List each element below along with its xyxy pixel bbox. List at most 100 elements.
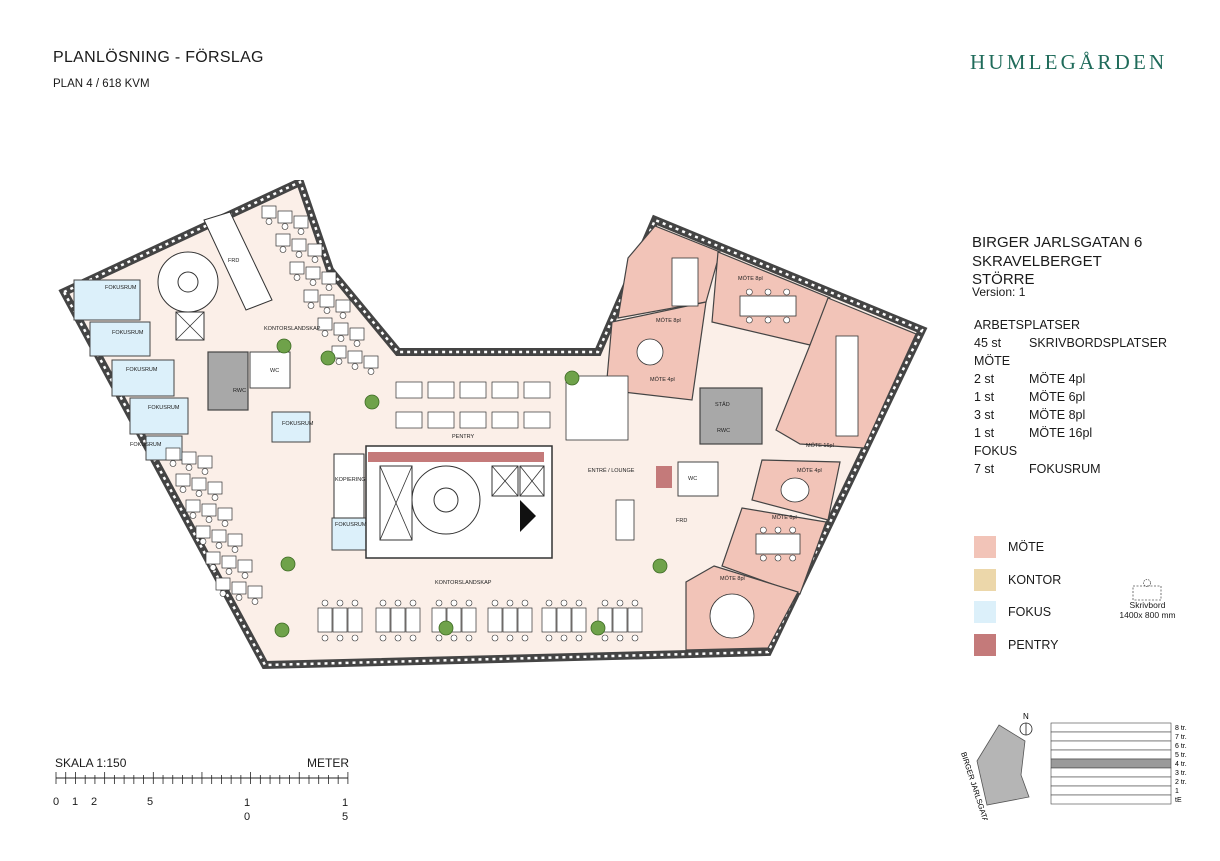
meeting-table bbox=[835, 335, 859, 437]
desk bbox=[207, 481, 223, 495]
plant-icon bbox=[564, 370, 580, 386]
chair-icon bbox=[325, 284, 333, 291]
room-label: FOKUSRUM bbox=[130, 442, 162, 448]
plant-icon bbox=[590, 620, 606, 636]
chair-icon bbox=[746, 288, 753, 296]
room-label: STÄD bbox=[715, 401, 730, 408]
pentry-table bbox=[491, 411, 519, 429]
chair-icon bbox=[575, 634, 583, 642]
meeting-table bbox=[739, 295, 797, 317]
desk bbox=[165, 447, 181, 461]
pentry-table bbox=[459, 381, 487, 399]
stats-row: 1 st MÖTE 6pl bbox=[974, 390, 1085, 408]
desk-legend-size: 1400x 800 mm bbox=[1119, 610, 1176, 620]
desk bbox=[305, 266, 321, 280]
room-label: MÖTE 8pl bbox=[720, 575, 745, 582]
room-label: FOKUSRUM bbox=[105, 285, 137, 291]
chair-icon bbox=[560, 634, 568, 642]
room-label: KOPIERING bbox=[335, 477, 366, 483]
chair-icon bbox=[783, 288, 790, 296]
legend-swatch bbox=[974, 633, 996, 656]
chair-icon bbox=[394, 599, 402, 607]
chair-icon bbox=[297, 228, 305, 235]
legend-label: KONTOR bbox=[1008, 572, 1062, 587]
rwc-room bbox=[699, 387, 763, 445]
room-label: MÖTE 16pl bbox=[806, 442, 834, 449]
focus-room bbox=[111, 359, 175, 397]
chair-icon bbox=[450, 634, 458, 642]
stats-count: 2 st bbox=[974, 372, 995, 386]
desk bbox=[541, 607, 557, 633]
room-label: KONTORSLANDSKAP bbox=[264, 326, 321, 332]
pentry-table bbox=[523, 411, 551, 429]
chair-icon bbox=[353, 340, 361, 347]
stats-heading: MÖTE bbox=[974, 354, 1011, 368]
floor-label: 1 bbox=[1175, 788, 1179, 795]
desk bbox=[195, 525, 211, 539]
desk bbox=[627, 607, 643, 633]
stats-label: FOKUSRUM bbox=[1029, 462, 1101, 476]
chair-icon bbox=[764, 316, 772, 324]
focus-room bbox=[129, 397, 189, 435]
chair-icon bbox=[789, 526, 796, 534]
plant-icon bbox=[652, 558, 668, 574]
plant-icon bbox=[274, 622, 290, 638]
stats-heading: ARBETSPLATSER bbox=[974, 318, 1081, 332]
stats-row: 2 st MÖTE 4pl bbox=[974, 372, 1085, 390]
spiral-staircase bbox=[411, 465, 481, 535]
desk bbox=[363, 355, 379, 369]
desk bbox=[347, 350, 363, 364]
stats-label: MÖTE 6pl bbox=[1029, 390, 1086, 404]
desk-clusters bbox=[165, 205, 643, 642]
chair-icon bbox=[774, 554, 782, 562]
floor-label: 3 tr. bbox=[1175, 770, 1187, 777]
page-title: PLANLÖSNING - FÖRSLAG bbox=[53, 49, 264, 66]
room-label: RWC bbox=[233, 388, 246, 394]
chair-icon bbox=[219, 590, 227, 597]
room-label: MÖTE 4pl bbox=[650, 376, 675, 383]
desk bbox=[335, 299, 351, 313]
chair-icon bbox=[616, 599, 624, 607]
stats-count: 1 st bbox=[974, 390, 995, 404]
desk bbox=[487, 607, 503, 633]
site-plan: N BIRGER JARLSGATAN bbox=[959, 712, 1033, 820]
stats-label: SKRIVBORDSPLATSER bbox=[1029, 336, 1168, 350]
room-label: FOKUSRUM bbox=[282, 421, 314, 427]
legend-swatch bbox=[974, 568, 996, 591]
pentry-table bbox=[427, 381, 455, 399]
chair-icon bbox=[450, 599, 458, 607]
desk bbox=[347, 607, 363, 633]
room-label: MÖTE 8pl bbox=[656, 317, 681, 324]
desk bbox=[332, 607, 348, 633]
stats-label: MÖTE 16pl bbox=[1029, 426, 1093, 440]
focus-room bbox=[271, 411, 311, 443]
desk bbox=[247, 585, 263, 599]
chair-icon bbox=[189, 512, 197, 519]
scale-unit: METER bbox=[307, 756, 349, 770]
chair-icon bbox=[281, 223, 289, 230]
stats-label: MÖTE 4pl bbox=[1029, 372, 1086, 386]
chair-icon bbox=[379, 634, 387, 642]
chair-icon bbox=[321, 634, 329, 642]
plant-icon bbox=[320, 350, 336, 366]
chair-icon bbox=[309, 279, 317, 286]
floor-band bbox=[1050, 767, 1172, 778]
entrance-arrow-icon bbox=[520, 500, 536, 532]
room-label: MÖTE 6pl bbox=[772, 514, 797, 521]
project-option: STÖRRE bbox=[972, 271, 1035, 288]
room-label: FOKUSRUM bbox=[126, 367, 158, 373]
page-subtitle: PLAN 4 / 618 KVM bbox=[53, 78, 150, 90]
pentry-table bbox=[427, 411, 455, 429]
chair-icon bbox=[367, 368, 375, 375]
scale-tick-label: 15 bbox=[342, 797, 349, 823]
chair-icon bbox=[221, 520, 229, 527]
desk bbox=[185, 499, 201, 513]
storage-room bbox=[203, 211, 273, 311]
desk bbox=[556, 607, 572, 633]
floor-label: 5 tr. bbox=[1175, 752, 1187, 759]
floor-plan: FOKUSRUM FOKUSRUM FOKUSRUM FOKUSRUM FOKU… bbox=[58, 180, 928, 670]
floor-band bbox=[1050, 740, 1172, 751]
desk bbox=[571, 607, 587, 633]
desk bbox=[237, 559, 253, 573]
room-label: MÖTE 4pl bbox=[797, 467, 822, 474]
